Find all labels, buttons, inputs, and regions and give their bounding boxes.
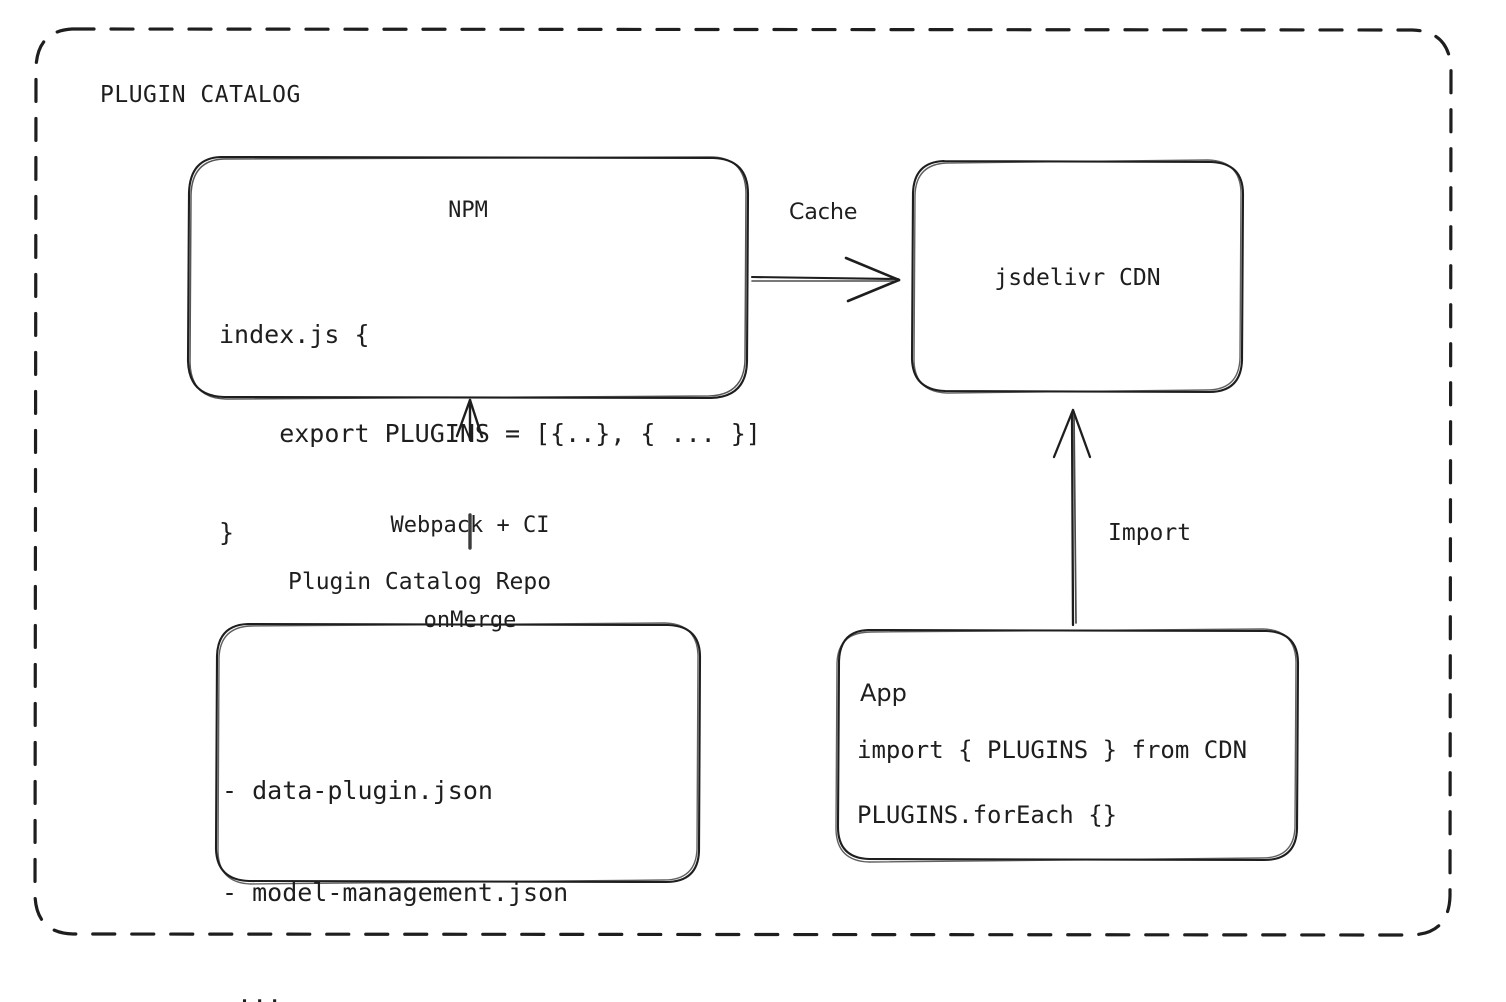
arrow-npm-to-cdn [750, 256, 901, 303]
edge-label-webpack-ci-line-2: onMerge [423, 608, 517, 634]
repo-file-list: - data-plugin.json - model-management.js… [222, 706, 568, 1002]
edge-label-webpack-ci-line-1: Webpack + CI [390, 512, 550, 538]
npm-code-block: index.js { export PLUGINS = [{..}, { ...… [219, 252, 761, 615]
repo-file-item: - data-plugin.json [222, 776, 493, 805]
npm-node-title: NPM [448, 198, 488, 223]
repo-file-item: - model-management.json [222, 878, 569, 907]
repo-file-item: ... [222, 980, 283, 1002]
app-node-shape [835, 628, 1300, 863]
npm-node-shape [186, 155, 750, 400]
repo-node-caption: Plugin Catalog Repo [288, 569, 552, 595]
cdn-node-title: jsdelivr CDN [994, 265, 1161, 291]
edge-label-import: Import [1108, 520, 1192, 546]
plugin-catalog-container-border [33, 27, 1453, 937]
npm-code-line-3: } [219, 518, 235, 547]
repo-node-shape [214, 622, 702, 885]
app-node-title: App [860, 679, 907, 707]
npm-code-line-2: export PLUGINS = [{..}, { ... }] [219, 419, 761, 448]
arrow-repo-to-npm [455, 398, 484, 550]
arrow-app-to-cdn [1052, 408, 1092, 627]
app-code-line-2: PLUGINS.forEach {} [857, 801, 1118, 829]
npm-code-line-1: index.js { [219, 320, 370, 349]
container-title: PLUGIN CATALOG [100, 82, 301, 108]
edge-label-webpack-ci: Webpack + CI onMerge [370, 446, 570, 701]
app-code-line-1: import { PLUGINS } from CDN [857, 736, 1248, 764]
edge-label-cache: Cache [789, 200, 858, 225]
cdn-node-shape [910, 159, 1245, 394]
